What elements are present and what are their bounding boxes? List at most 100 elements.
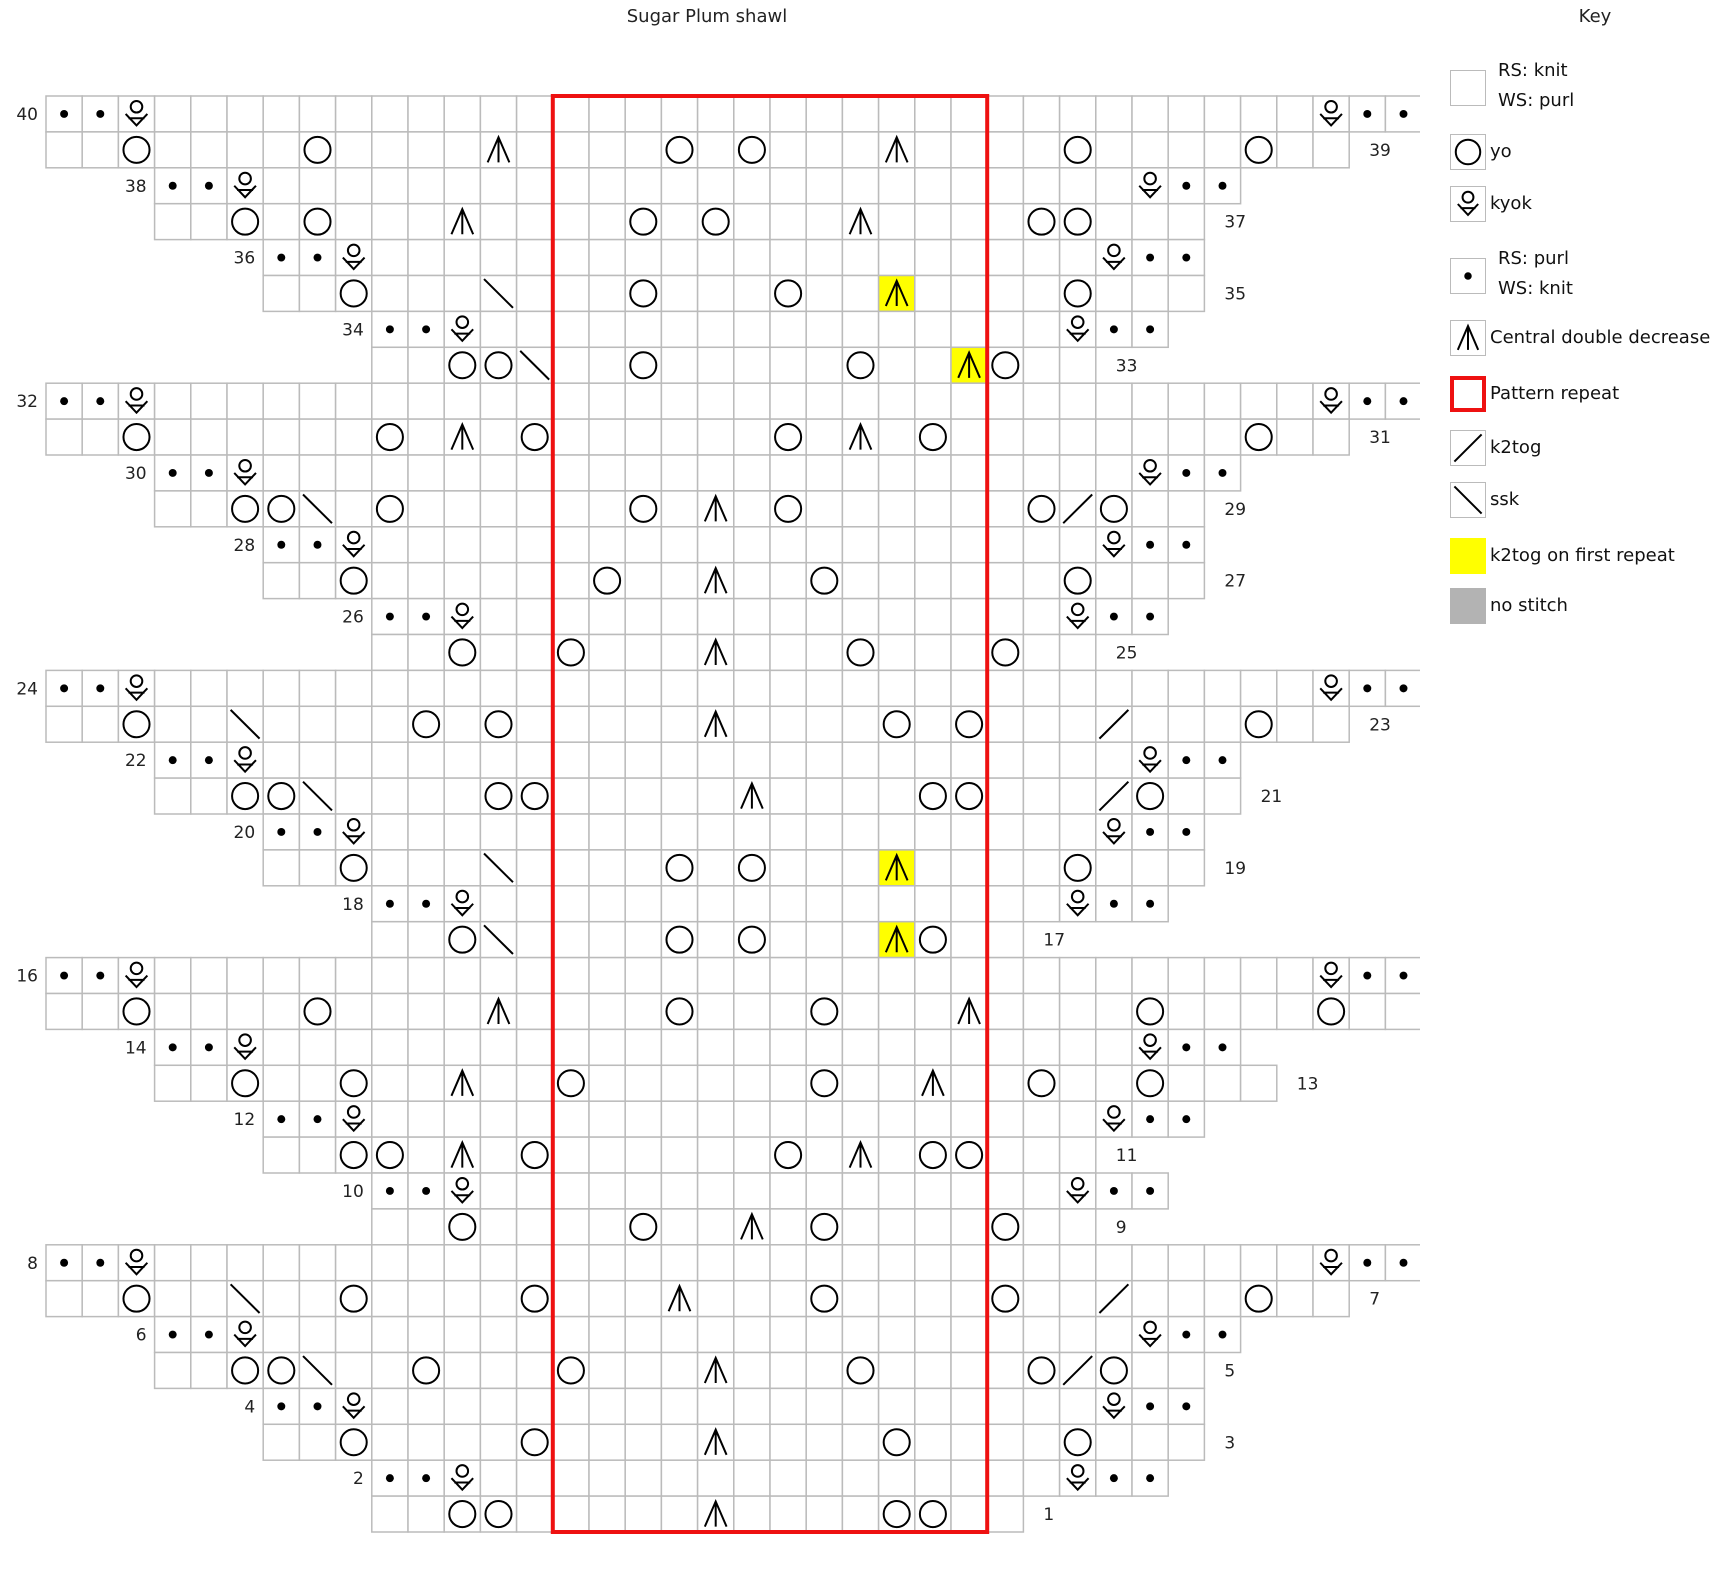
stitch-knit: [986, 1315, 1025, 1354]
stitch-knit: [334, 992, 373, 1031]
row-number: 35: [1224, 284, 1246, 304]
stitch-knit: [479, 1028, 518, 1067]
chart-row-2: 2: [353, 1459, 1169, 1497]
stitch-knit: [1203, 1244, 1242, 1282]
stitch-yo: [1058, 131, 1097, 169]
stitch-knit: [1022, 813, 1061, 851]
stitch-knit: [588, 1064, 626, 1102]
stitch-knit: [552, 956, 590, 995]
stitch-cdd: [733, 777, 771, 815]
stitch-knit: [334, 1244, 373, 1282]
stitch-ssk: [298, 490, 337, 528]
stitch-kyok: [1312, 1244, 1350, 1282]
stitch-knit: [841, 741, 880, 779]
stitch-knit: [479, 1279, 518, 1318]
stitch-knit: [407, 526, 445, 564]
stitch-knit: [407, 561, 445, 600]
stitch-knit: [1095, 956, 1133, 995]
stitch-knit: [877, 561, 916, 600]
stitch-knit: [407, 633, 445, 672]
stitch-knit: [262, 418, 301, 456]
stitch-knit: [479, 1351, 518, 1390]
stitch-yo: [841, 346, 880, 384]
stitch-knit: [660, 1459, 699, 1497]
stitch-knit: [407, 992, 445, 1031]
stitch-knit: [1167, 1064, 1206, 1102]
stitch-knit: [552, 131, 590, 169]
stitch-purl: [1131, 1459, 1169, 1497]
stitch-knit: [1058, 454, 1097, 492]
stitch-purl: [371, 885, 409, 923]
stitch-knit: [371, 1100, 409, 1138]
stitch-knit: [298, 1279, 337, 1318]
key-swatch-ssk: [1450, 482, 1486, 518]
stitch-kyok: [1058, 885, 1097, 923]
stitch-knit: [153, 1279, 192, 1318]
stitch-knit: [552, 705, 590, 743]
key-item-ssk: ssk: [1450, 482, 1725, 532]
stitch-yo: [334, 274, 373, 313]
stitch-knit: [986, 597, 1025, 636]
stitch-purl: [298, 238, 337, 277]
stitch-knit: [334, 490, 373, 528]
stitch-knit: [805, 346, 844, 384]
stitch-knit: [733, 1064, 771, 1102]
stitch-knit: [443, 454, 482, 492]
stitch-knit: [226, 418, 264, 456]
stitch-kyok: [1058, 1172, 1097, 1210]
stitch-knit: [950, 490, 988, 528]
stitch-knit: [769, 777, 807, 815]
stitch-knit: [769, 1495, 807, 1533]
stitch-knit: [407, 920, 445, 959]
stitch-knit: [371, 95, 409, 133]
stitch-knit: [479, 1244, 518, 1282]
stitch-knit: [660, 741, 699, 779]
stitch-knit: [1058, 526, 1097, 564]
stitch-knit: [914, 1172, 952, 1210]
stitch-knit: [877, 813, 916, 851]
stitch-knit: [950, 669, 988, 708]
stitch-knit: [1095, 1064, 1133, 1102]
stitch-knit: [1058, 1208, 1097, 1246]
stitch-knit: [733, 1423, 771, 1461]
stitch-knit: [552, 669, 590, 708]
stitch-purl: [1167, 813, 1206, 851]
stitch-knit: [1058, 777, 1097, 815]
stitch-knit: [660, 1351, 699, 1390]
stitch-knit: [1167, 705, 1206, 743]
stitch-knit: [696, 1064, 735, 1102]
stitch-knit: [588, 1244, 626, 1282]
stitch-knit: [805, 1028, 844, 1067]
stitch-yo: [298, 202, 337, 241]
stitch-knit: [1203, 777, 1242, 815]
stitch-yo: [841, 1351, 880, 1390]
stitch-knit: [1348, 992, 1387, 1031]
stitch-knit: [588, 167, 626, 205]
stitch-knit: [696, 1100, 735, 1138]
stitch-knit: [914, 274, 952, 313]
stitch-knit: [877, 1136, 916, 1174]
row-number: 6: [136, 1326, 147, 1346]
key-label: k2tog on first repeat: [1490, 545, 1675, 566]
stitch-knit: [1131, 274, 1169, 313]
stitch-knit: [443, 1279, 482, 1318]
stitch-knit: [45, 992, 83, 1031]
stitch-knit: [986, 1244, 1025, 1282]
stitch-yo: [624, 1208, 663, 1246]
stitch-yo: [371, 490, 409, 528]
stitch-purl: [81, 669, 120, 708]
stitch-knit: [552, 1244, 590, 1282]
key-swatch-yo: [1450, 134, 1486, 170]
stitch-knit: [769, 1100, 807, 1138]
stitch-knit: [950, 1064, 988, 1102]
row-number: 38: [125, 177, 147, 197]
stitch-knit: [950, 1244, 988, 1282]
stitch-knit: [552, 526, 590, 564]
stitch-knit: [407, 418, 445, 456]
stitch-knit: [371, 1351, 409, 1390]
stitch-knit: [696, 956, 735, 995]
stitch-knit: [986, 310, 1025, 349]
stitch-knit: [914, 669, 952, 708]
stitch-knit: [986, 167, 1025, 205]
stitch-knit: [1203, 669, 1242, 708]
